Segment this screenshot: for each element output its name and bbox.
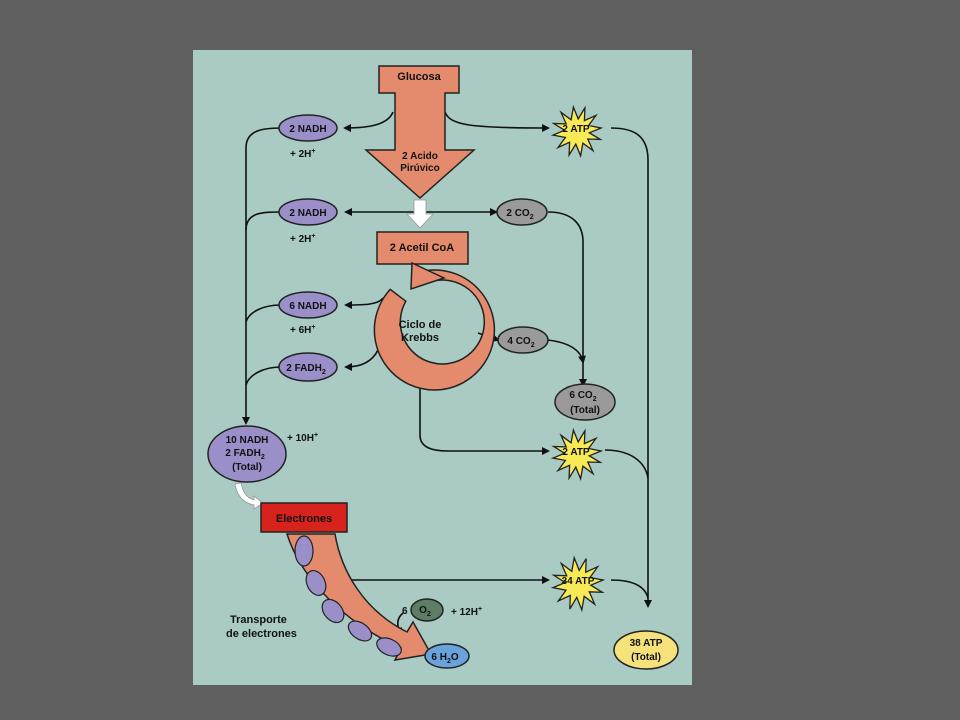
total-nadh-node xyxy=(207,425,287,483)
atp-total-label-1: 38 ATP xyxy=(630,638,663,649)
glucosa-arrow xyxy=(364,65,476,200)
h2o-node xyxy=(424,643,470,669)
krebs-label-1: Ciclo de xyxy=(399,319,442,331)
electrones-label: Electrones xyxy=(276,513,332,525)
diagram-panel: Glucosa 2 Acido Pirúvico 2 Acetil CoA Ci… xyxy=(193,50,692,685)
nadh-node-3 xyxy=(278,291,338,319)
cellular-respiration-diagram: Glucosa 2 Acido Pirúvico 2 Acetil CoA Ci… xyxy=(207,65,679,670)
total-nadh-label-3: (Total) xyxy=(232,462,262,473)
h-total-label: + 10H+ xyxy=(287,432,318,444)
fadh-node xyxy=(278,352,338,382)
acetil-coa-box xyxy=(376,231,469,265)
co2-node-1 xyxy=(496,198,548,226)
atp-2-label: 2 ATP xyxy=(562,447,590,458)
acido-piruvico-label-1: 2 Acido xyxy=(402,151,438,162)
co2-total-label-1: 6 CO2 xyxy=(569,390,596,403)
carrier-1 xyxy=(294,535,314,567)
acetil-coa-label: 2 Acetil CoA xyxy=(390,242,454,254)
curved-arrow-icon xyxy=(234,482,264,510)
co2-total-label-2: (Total) xyxy=(570,405,600,416)
co2-2-label: 4 CO2 xyxy=(507,336,534,349)
atp-total-label-2: (Total) xyxy=(631,652,661,663)
glucosa-label: Glucosa xyxy=(397,71,441,83)
o2-label: O2 xyxy=(419,605,431,618)
atp-total-node xyxy=(613,630,679,670)
carrier-5 xyxy=(376,637,402,657)
carrier-3 xyxy=(321,598,345,624)
nadh-node-1 xyxy=(278,114,338,142)
co2-node-2 xyxy=(497,326,549,354)
o2-node xyxy=(410,598,444,622)
nadh-2-label: 2 NADH xyxy=(289,208,326,219)
acido-piruvico-label-2: Pirúvico xyxy=(400,163,439,174)
atp-3-label: 34 ATP xyxy=(562,576,595,587)
atp-star-2 xyxy=(550,427,604,482)
co2-1-label: 2 CO2 xyxy=(506,208,533,221)
fadh-label: 2 FADH2 xyxy=(286,363,326,376)
total-nadh-label-2: 2 FADH2 xyxy=(225,448,265,461)
atp-1-label: 2 ATP xyxy=(562,124,590,135)
transporte-label-2: de electrones xyxy=(226,628,297,640)
carrier-4 xyxy=(347,620,373,642)
nadh-1-label: 2 NADH xyxy=(289,124,326,135)
total-nadh-label-1: 10 NADH xyxy=(226,435,269,446)
h-label-2: + 2H+ xyxy=(290,233,316,245)
h-label-3: + 6H+ xyxy=(290,324,316,336)
h2o-label: 6 H2O xyxy=(431,652,458,665)
nadh-node-2 xyxy=(278,198,338,226)
h-o2-label: + 12H+ xyxy=(451,606,482,618)
down-arrow-icon xyxy=(406,199,434,229)
krebs-cycle-ring xyxy=(373,261,496,391)
carrier-2 xyxy=(305,570,327,596)
nadh-3-label: 6 NADH xyxy=(289,301,326,312)
atp-star-1 xyxy=(550,104,604,159)
atp-star-3 xyxy=(550,555,606,613)
o2-coefficient: 6 xyxy=(402,606,408,617)
krebs-label-2: Krebbs xyxy=(401,332,439,344)
h-label-1: + 2H+ xyxy=(290,148,316,160)
co2-total-node xyxy=(554,383,616,421)
transporte-label-1: Transporte xyxy=(230,614,287,626)
electrones-box xyxy=(260,502,348,533)
